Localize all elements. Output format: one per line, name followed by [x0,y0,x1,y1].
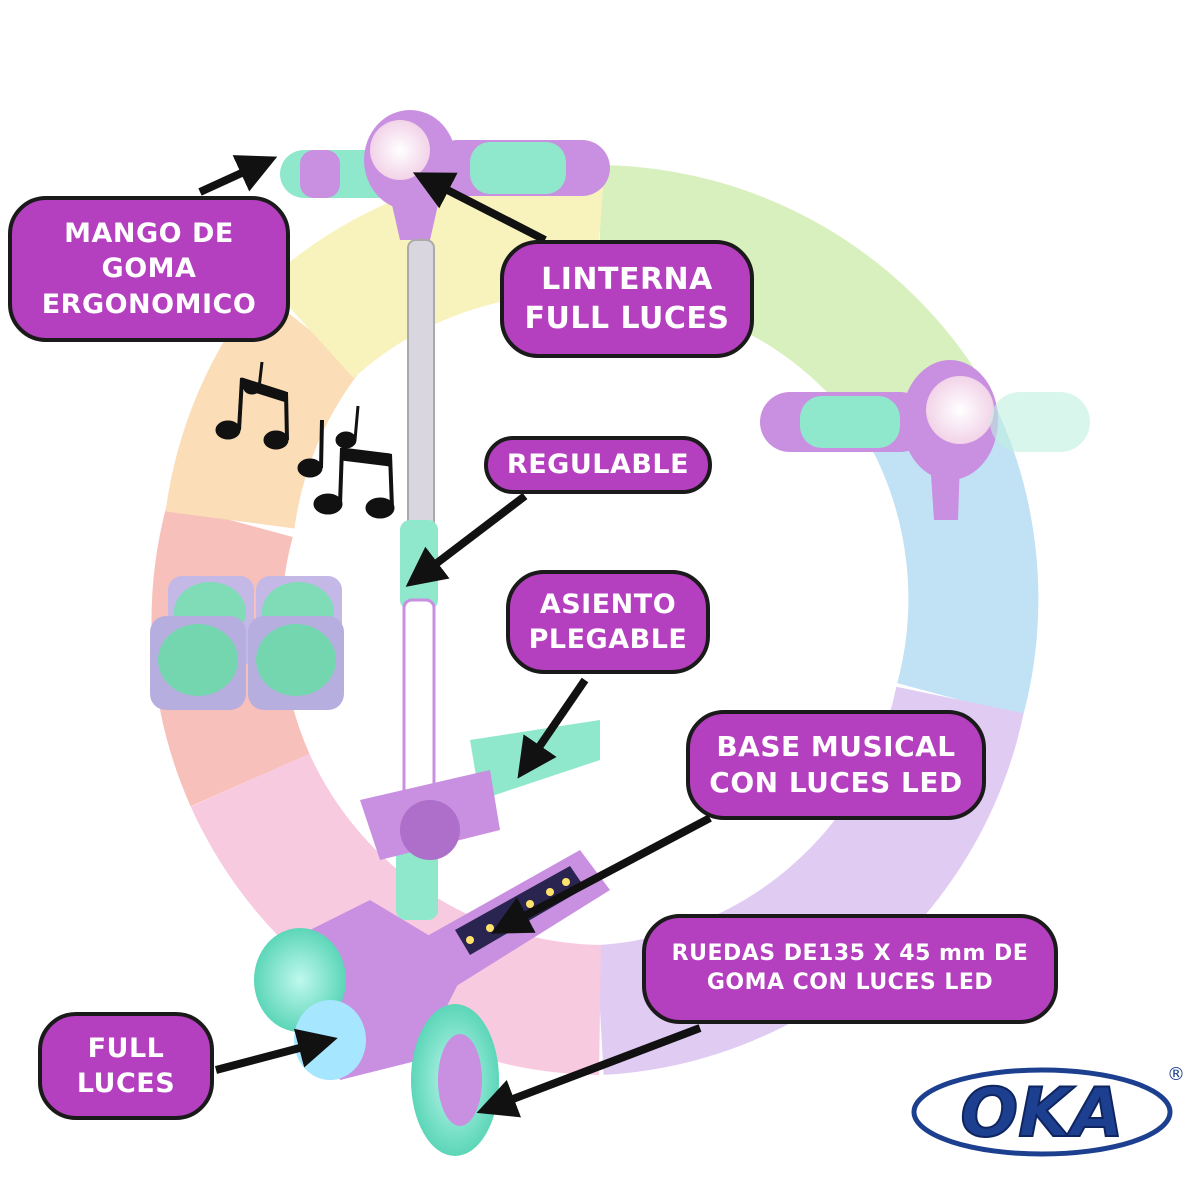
label-line: GOMA [101,253,197,285]
logo-text: OKA [960,1074,1123,1153]
label-line: PLEGABLE [528,624,688,655]
label-linterna: LINTERNA FULL LUCES [500,240,754,358]
label-line: ERGONOMICO [41,288,257,320]
arrow-linterna [412,172,547,244]
label-asiento-plegable: ASIENTO PLEGABLE [506,570,710,674]
folding-seat [360,720,600,860]
flashlight-icon [370,120,430,180]
knee-pads-icon [150,576,344,710]
label-line: BASE MUSICAL [716,729,956,763]
label-line: GOMA CON LUCES LED [706,970,994,995]
label-line: ASIENTO [539,588,677,620]
label-mango-de-goma: MANGO DE GOMA ERGONOMICO [8,196,290,342]
handlebar-detail [760,360,1090,520]
music-notes-icon [215,361,395,519]
label-line: CON LUCES LED [709,766,963,799]
label-line: MANGO DE [64,218,234,250]
label-line: LINTERNA [541,262,713,297]
arrow-regulable [405,492,528,587]
label-line: FULL LUCES [524,301,730,336]
label-ruedas: RUEDAS DE135 X 45 mm DE GOMA CON LUCES L… [642,914,1058,1024]
arrow-ruedas [476,1024,702,1118]
arrow-mango [198,155,278,196]
label-line: REGULABLE [506,449,690,481]
label-base-musical: BASE MUSICAL CON LUCES LED [686,710,986,820]
oka-logo: OKA ® [911,1064,1184,1157]
callout-arrows [198,155,712,1118]
registered-mark: ® [1167,1064,1184,1085]
arrow-asiento [517,677,589,779]
label-line: RUEDAS DE135 X 45 mm DE [671,941,1029,967]
label-regulable: REGULABLE [484,436,712,494]
arrow-full [214,1028,338,1074]
arrow-base [490,814,712,934]
label-line: LUCES [76,1068,176,1099]
label-full-luces: FULL LUCES [38,1012,214,1120]
label-line: FULL [87,1032,165,1064]
